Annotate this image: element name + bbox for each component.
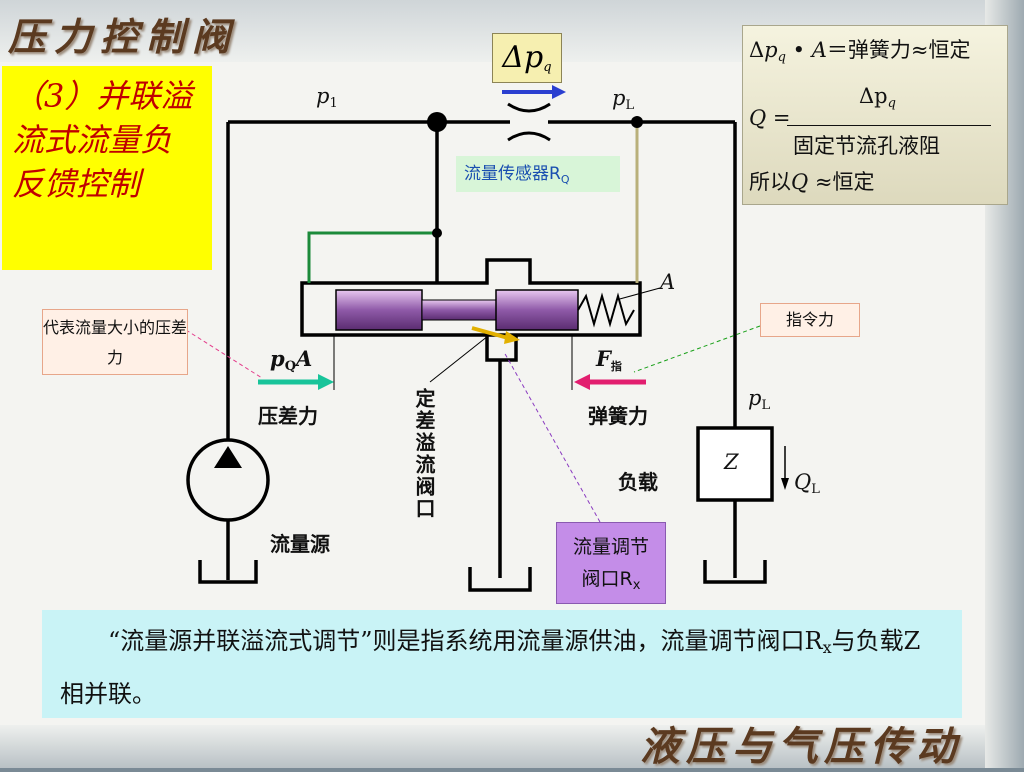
explanation-text-2: 与负载Z相并联。 [60, 627, 921, 708]
pressure-force-arrow-head [318, 374, 334, 390]
formula-fraction-line [787, 125, 991, 126]
formula-numerator-text: Δp [859, 84, 888, 108]
spool-left-land [335, 289, 423, 331]
delta-pq-box: Δpq [492, 33, 562, 83]
valve-line2-sub: x [632, 578, 641, 593]
pl-right-sub: L [761, 398, 771, 413]
relief-label-pointer [429, 335, 489, 383]
callout-line-command [633, 325, 761, 373]
ql-sub: L [811, 482, 820, 497]
valve-port-bottom [485, 335, 518, 362]
ql-label: QL [794, 470, 820, 497]
pl-top-sub: L [625, 98, 635, 113]
callout-line-pressure [185, 329, 263, 379]
valve-line2: 阀口Rx [557, 563, 665, 602]
explanation-box: “流量源并联溢流式调节”则是指系统用流量源供油，流量调节阀口Rx与负载Z相并联。 [42, 610, 962, 718]
junction-green [432, 228, 442, 238]
area-pointer [615, 287, 661, 301]
formula-box: Δpq • A＝弹簧力≈恒定 Q = Δpq 固定节流孔液阻 所以Q ≈恒定 [742, 25, 1008, 205]
formula-line1: Δpq • A＝弹簧力≈恒定 [749, 38, 971, 65]
z-label: Z [724, 450, 739, 474]
spool-right-land [495, 289, 579, 331]
pl-right-label: pL [748, 386, 770, 413]
valve-line1: 流量调节 [572, 536, 649, 558]
f-command-label: F指 [596, 346, 622, 374]
junction-pL [631, 116, 643, 128]
pqa-a: A [296, 346, 313, 371]
overflow-arrow-head [504, 331, 520, 344]
pl-top-symbol: p [612, 86, 626, 110]
pqa-sub: Q [284, 359, 297, 374]
formula-numerator: Δpq [859, 84, 896, 111]
formula-q: Q = [749, 106, 791, 130]
formula-denominator: 固定节流孔液阻 [793, 134, 940, 158]
orifice-arc-top [507, 102, 551, 113]
pl-top-label: pL [612, 86, 634, 113]
slide-title: 压力控制阀 [8, 14, 239, 59]
z-symbol: Z [724, 450, 739, 474]
flow-sensor-box: 流量传感器RQ [456, 156, 620, 192]
pressure-diff-callout: 代表流量大小的压差力 [42, 309, 188, 375]
callout-line-valve [503, 351, 601, 523]
pqa-p: p [270, 346, 285, 371]
flow-control-valve-box: 流量调节 阀口Rx [556, 522, 666, 604]
overflow-arrow [471, 326, 509, 340]
section-heading-box: （3）并联溢流式流量负反馈控制 [2, 66, 212, 270]
flow-sensor-label: 流量传感器R [464, 164, 561, 184]
pump-tank [198, 560, 258, 584]
pump-symbol [186, 438, 270, 522]
junction-p1 [427, 112, 447, 132]
formula-line3: 所以Q ≈恒定 [749, 170, 875, 194]
explanation-text-1: “流量源并联溢流式调节”则是指系统用流量源供油，流量调节阀口R [108, 627, 823, 655]
orifice-arc-bottom [507, 131, 551, 142]
flow-sensor-sub: Q [560, 173, 570, 186]
load-tank [703, 560, 767, 584]
f-sub: 指 [610, 360, 622, 373]
spring-force-label: 弹簧力 [588, 404, 648, 428]
ql-symbol: Q [794, 470, 812, 494]
section-heading: （3）并联溢流式流量负反馈控制 [12, 77, 193, 203]
valve-body [300, 258, 642, 337]
f-symbol: F [596, 346, 611, 371]
pump-triangle [214, 446, 242, 468]
pl-right-symbol: p [748, 386, 762, 410]
paper-edge-bottom [0, 725, 1024, 768]
spool-stem [421, 299, 497, 321]
pressure-force-label: 压差力 [258, 404, 318, 428]
relief-valve-label: 定差溢流阀口 [412, 388, 436, 520]
formula-line3-prefix: 所以 [749, 170, 791, 194]
spring-force-arrow-head [574, 374, 590, 390]
p1-symbol: p [316, 84, 330, 108]
delta-pq-label: Δp [502, 40, 544, 75]
formula-line3-tail: ≈恒定 [814, 170, 875, 194]
load-symbol [696, 426, 774, 502]
delta-pq-sub: q [543, 60, 552, 75]
drain-tank [468, 567, 532, 592]
area-a-symbol: A [660, 270, 676, 294]
command-force-callout: 指令力 [760, 303, 860, 337]
pqa-label: pQA [270, 346, 312, 374]
green-pilot-line [307, 231, 437, 283]
formula-line1-tail: ＝弹簧力≈恒定 [826, 38, 971, 62]
p1-label: p1 [316, 84, 338, 111]
flow-arrow-head [552, 85, 566, 99]
ql-arrow-head [781, 478, 789, 490]
flow-source-label: 流量源 [270, 532, 330, 556]
load-label: 负载 [618, 470, 658, 494]
footer-course-title: 液压与气压传动 [640, 723, 962, 770]
explanation-sub: x [822, 638, 832, 657]
p1-sub: 1 [329, 96, 338, 111]
area-a-label: A [660, 270, 675, 294]
spring [577, 292, 635, 328]
valve-line2-text: 阀口R [581, 568, 633, 590]
